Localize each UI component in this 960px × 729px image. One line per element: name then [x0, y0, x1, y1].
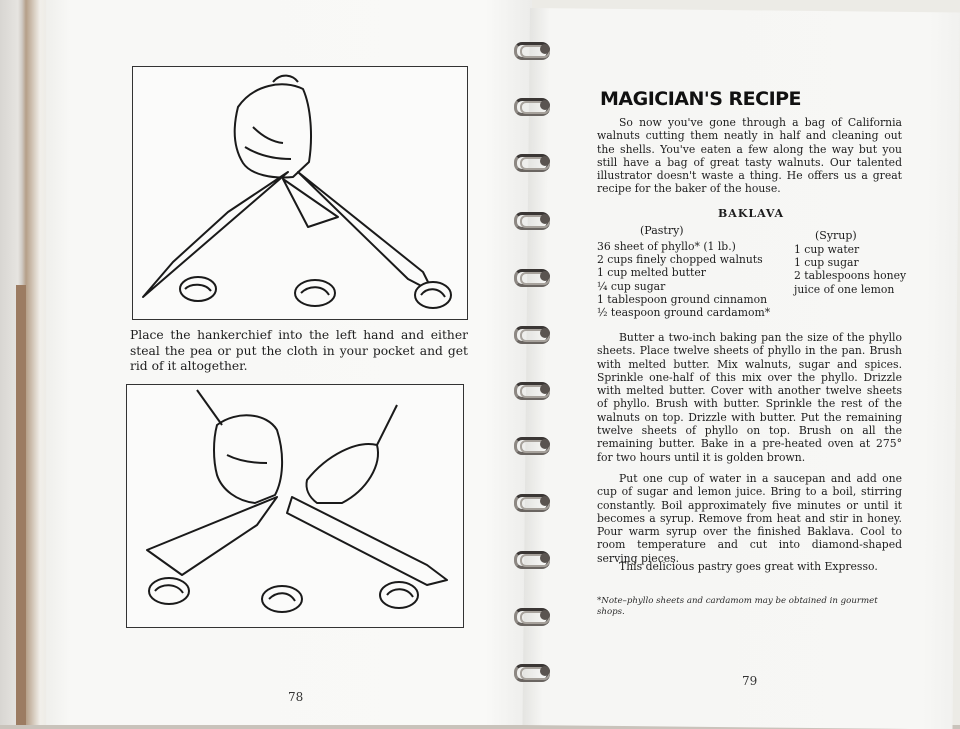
illustration-hand-holding-cloth [132, 66, 468, 320]
binding-ring [510, 549, 554, 569]
binding-ring [510, 267, 554, 287]
pastry-ingredients-list: 36 sheet of phyllo* (1 lb.) 2 cups finel… [597, 240, 797, 319]
binding-ring [510, 380, 554, 400]
spiral-binding [510, 30, 560, 720]
ingredient-item: 36 sheet of phyllo* (1 lb.) [597, 240, 736, 253]
page-number-right: 79 [742, 674, 758, 688]
binding-ring [510, 662, 554, 682]
binding-ring [510, 96, 554, 116]
syrup-heading: (Syrup) [815, 229, 857, 242]
binding-ring [510, 324, 554, 344]
illustration-two-hands-knot [126, 384, 464, 628]
intro-paragraph: So now you've gone through a bag of Cali… [597, 116, 902, 196]
binding-ring [510, 210, 554, 230]
binding-ring [510, 492, 554, 512]
ingredient-item: 2 tablespoons honey [794, 269, 907, 283]
serving-suggestion: This delicious pastry goes great with Ex… [619, 560, 878, 573]
ingredient-item: 2 cups finely chopped walnuts [597, 253, 763, 267]
ingredient-item: 1 cup water [794, 243, 860, 256]
binding-ring [510, 152, 554, 172]
figure-caption: Place the hankerchief into the left hand… [130, 328, 468, 373]
recipe-page-title: MAGICIAN'S RECIPE [600, 88, 802, 110]
syrup-instructions: Put one cup of water in a saucepan and a… [597, 472, 902, 565]
binding-ring [510, 40, 554, 60]
two-hands-drawing [146, 389, 448, 613]
hand-cloth-drawing [142, 74, 452, 309]
ingredient-item: ½ teaspoon ground cardamom* [597, 306, 771, 320]
binding-ring [510, 606, 554, 626]
book-cover-edge [16, 285, 26, 725]
pastry-instructions: Butter a two-inch baking pan the size of… [597, 331, 902, 464]
ingredient-item: ¼ cup sugar [597, 279, 666, 293]
ingredient-item: juice of one lemon [794, 282, 895, 296]
ingredient-item: 1 cup melted butter [597, 266, 706, 280]
binding-ring [510, 435, 554, 455]
pastry-heading: (Pastry) [640, 224, 684, 237]
footnote: *Note–phyllo sheets and cardamom may be … [597, 596, 878, 617]
recipe-name: BAKLAVA [718, 207, 785, 220]
ingredient-item: 1 tablespoon ground cinnamon [597, 292, 768, 306]
syrup-ingredients-list: 1 cup water 1 cup sugar 2 tablespoons ho… [794, 243, 914, 296]
ingredient-item: 1 cup sugar [794, 256, 859, 270]
page-number-left: 78 [288, 690, 304, 704]
